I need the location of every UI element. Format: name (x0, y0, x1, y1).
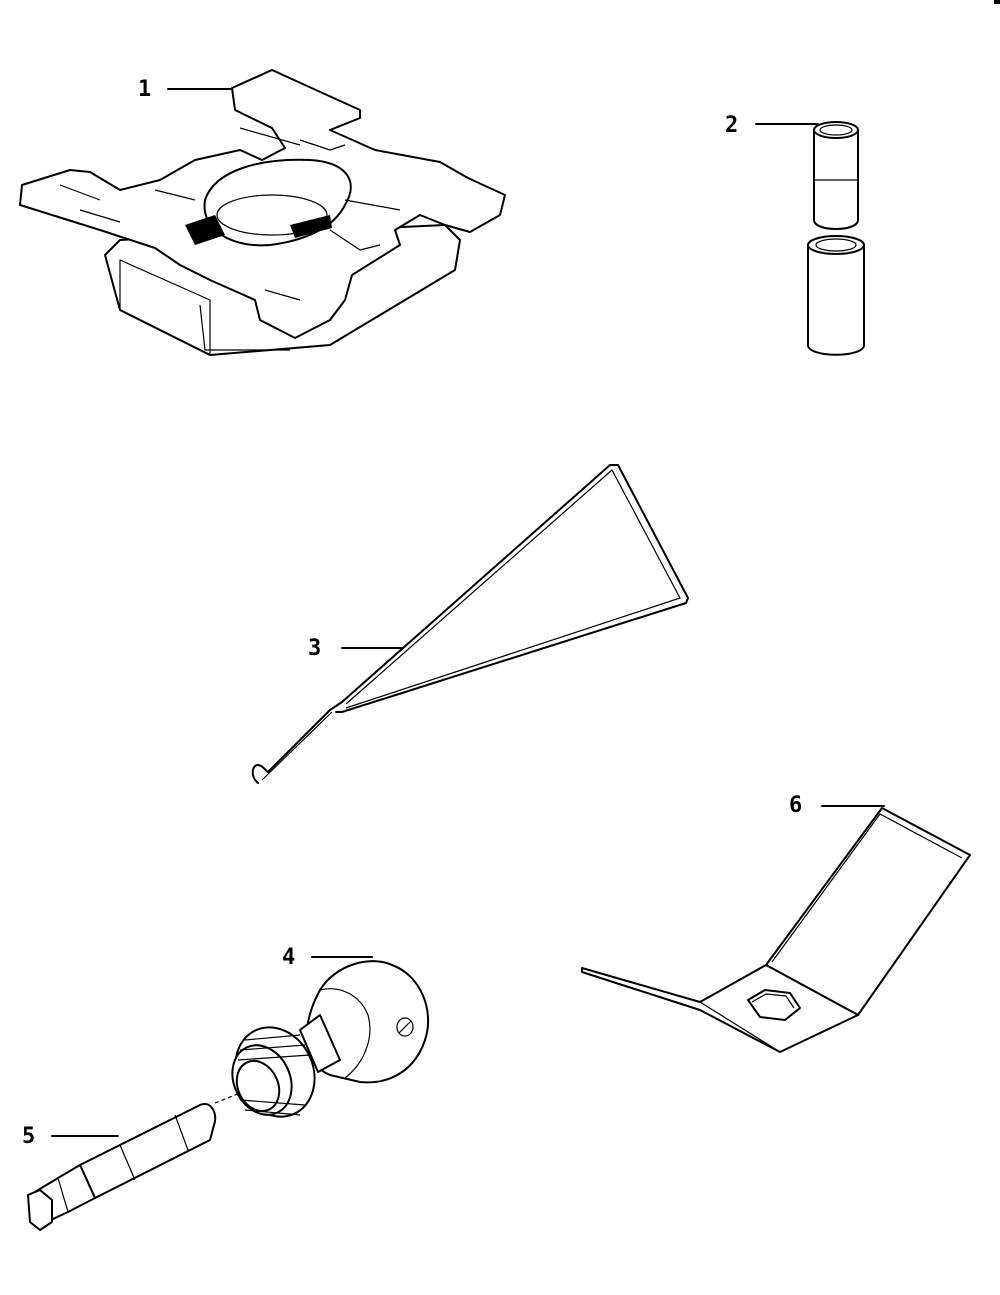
callout-number-1: 1 (138, 77, 152, 102)
axis-line (214, 1092, 241, 1104)
part-2-sleeves (755, 121, 865, 356)
callout-number-3: 3 (308, 636, 322, 661)
corner-mark (994, 0, 1000, 4)
part-4-socket (214, 956, 430, 1118)
callout-number-4: 4 (282, 945, 296, 970)
callout-number-5: 5 (22, 1124, 36, 1149)
callout-number-2: 2 (725, 113, 739, 138)
part-1-bracket (19, 69, 506, 356)
callout-number-6: 6 (789, 793, 803, 818)
part-6-angled-plate (581, 805, 971, 1053)
part-5-hex-bit (27, 1103, 217, 1231)
part-3-wire-hook (251, 464, 689, 784)
